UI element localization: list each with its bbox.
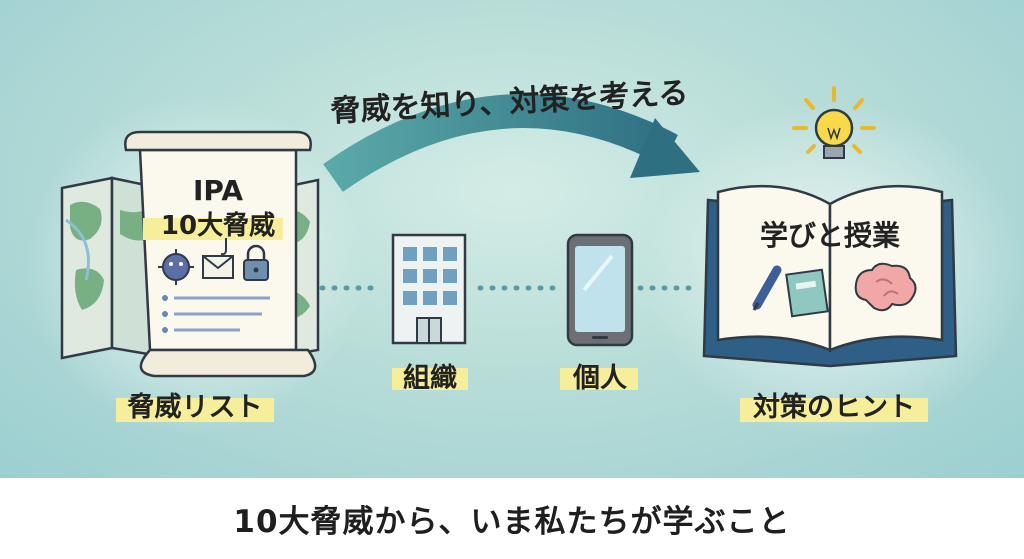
scroll-document: IPA 10大脅威: [124, 130, 317, 378]
notebook-icon: [785, 268, 829, 318]
threat-list-label: 脅威リスト: [127, 392, 263, 423]
illustration-stage: 脅威を知り、対策を考える IPA 10大脅威: [0, 0, 1024, 478]
building-icon: [391, 233, 467, 345]
organization-label-highlight: [392, 368, 468, 390]
smartphone-icon: [566, 233, 634, 347]
flow-arrow: [323, 94, 700, 192]
individual-label: 個人: [572, 363, 627, 394]
organization-label: 組織: [403, 362, 457, 394]
countermeasure-hints-label: 対策のヒント: [753, 391, 915, 423]
phishing-mail-icon: [202, 238, 234, 279]
book-title: 学びと授業: [760, 219, 900, 252]
document-text-lines: [162, 295, 270, 333]
virus-icon: [158, 249, 194, 285]
padlock-icon: [243, 244, 269, 281]
title-highlight: [143, 218, 283, 240]
lightbulb-icon: [792, 86, 876, 159]
diagram-canvas: 脅威を知り、対策を考える IPA 10大脅威: [25, 76, 1024, 440]
caption-bar: 10大脅威から、いま私たちが学ぶこと: [0, 478, 1024, 559]
document-title-threats: 10大脅威: [161, 210, 275, 241]
individual-label-highlight: [560, 368, 638, 390]
caption-text: 10大脅威から、いま私たちが学ぶこと: [233, 504, 791, 540]
pen-icon: [752, 265, 782, 311]
document-title-ipa: IPA: [193, 174, 243, 207]
hints-label-highlight: [740, 398, 928, 422]
open-book: [702, 184, 958, 368]
brain-icon: [854, 262, 917, 312]
threat-list-illustration: IPA 10大脅威: [60, 130, 320, 423]
threat-list-label-highlight: [116, 398, 274, 422]
